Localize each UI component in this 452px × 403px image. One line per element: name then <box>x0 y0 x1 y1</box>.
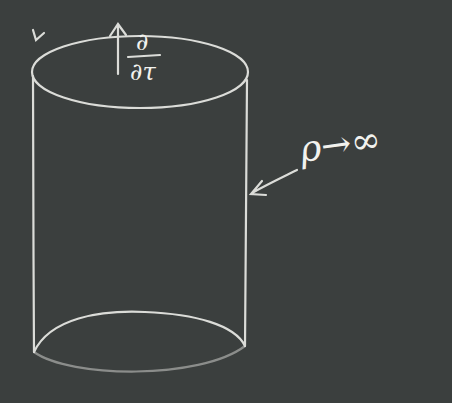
right-side <box>245 80 247 346</box>
fraction-bar <box>128 55 160 57</box>
bottom-back-arc <box>34 312 245 352</box>
tick-mark <box>33 30 44 40</box>
left-side <box>33 76 34 352</box>
bottom-front-arc <box>34 346 245 372</box>
up-arrow <box>110 24 126 74</box>
derivative-denominator: ∂τ <box>130 60 156 84</box>
derivative-numerator: ∂ <box>136 30 148 54</box>
limit-label: ρ→∞ <box>297 121 383 168</box>
pointer-arrow <box>251 170 297 195</box>
